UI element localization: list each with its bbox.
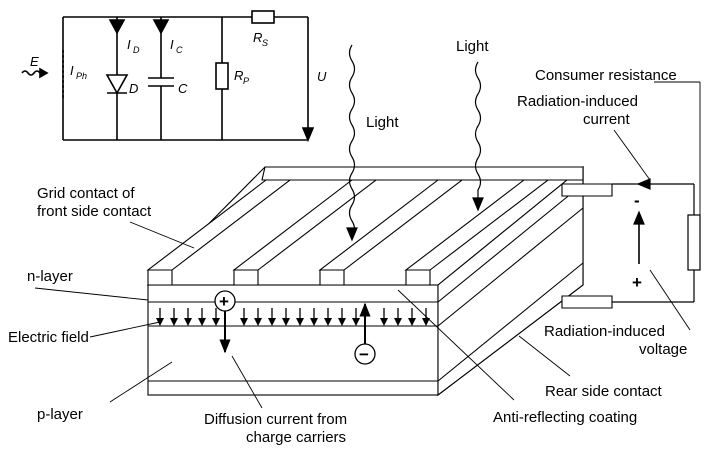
label-radiation-voltage-1: Radiation-induced	[544, 323, 665, 340]
field-arrow-icon	[240, 318, 248, 326]
label-radiation-current-1: Radiation-induced	[517, 93, 638, 110]
grid-finger-front	[319, 269, 345, 286]
label-R-S: R	[253, 30, 262, 45]
current-arrow-icon	[152, 19, 170, 35]
voltage-arrow-icon	[633, 210, 645, 225]
label-R-P-sub: P	[243, 76, 249, 86]
leader-grid	[129, 221, 195, 249]
equivalent-circuit	[21, 10, 315, 143]
light-ray-2	[474, 61, 482, 200]
label-I-C-sub: C	[176, 45, 183, 55]
label-R-P: R	[234, 68, 243, 83]
label-I-Ph: I	[70, 63, 74, 78]
plus-terminal: +	[632, 273, 642, 292]
field-arrow-icon	[380, 318, 388, 326]
cell-front-face	[147, 284, 439, 396]
field-arrow-icon	[282, 318, 290, 326]
grid-finger-front	[147, 269, 173, 286]
leader-p-layer	[109, 361, 173, 403]
circuit-labels: E I Ph I D I C R S R P D C U	[30, 30, 327, 96]
label-light-left: Light	[366, 114, 399, 131]
field-arrow-icon	[198, 318, 206, 326]
rear-contact-tab	[561, 295, 613, 309]
label-electric-field: Electric field	[8, 329, 89, 346]
parallel-resistor	[215, 62, 229, 90]
grid-bus-bar	[261, 166, 584, 181]
field-arrow-icon	[212, 318, 220, 326]
label-D: D	[129, 81, 138, 96]
label-C: C	[178, 81, 188, 96]
light-arrow-icon	[472, 197, 484, 212]
field-arrow-icon	[254, 318, 262, 326]
series-resistor	[251, 10, 275, 24]
light-ray-1	[348, 44, 356, 240]
current-arrow-icon	[108, 19, 126, 35]
label-radiation-voltage-2: voltage	[639, 341, 687, 358]
field-arrow-icon	[268, 318, 276, 326]
current-direction-icon	[636, 178, 651, 190]
field-arrow-icon	[296, 318, 304, 326]
label-consumer-resistance: Consumer resistance	[535, 67, 677, 84]
diagram-labels: Light Light Consumer resistance Radiatio…	[8, 38, 687, 446]
rear-contact-side-line	[437, 262, 584, 382]
grid-finger-front	[405, 269, 431, 286]
front-contact-tab	[561, 183, 613, 197]
voltage-arrow-head-icon	[301, 127, 315, 143]
minus-terminal: -	[634, 191, 640, 210]
label-U: U	[317, 69, 327, 84]
field-arrow-icon	[394, 318, 402, 326]
label-anti-reflecting: Anti-reflecting coating	[493, 409, 637, 426]
leader-current	[613, 129, 651, 181]
label-n-layer: n-layer	[27, 268, 73, 285]
field-arrow-icon	[408, 318, 416, 326]
label-rear-side-contact: Rear side contact	[545, 383, 663, 400]
field-arrow-icon	[352, 318, 360, 326]
label-I-Ph-sub: Ph	[76, 71, 87, 81]
diode-symbol	[105, 74, 129, 95]
label-I-D-sub: D	[133, 45, 140, 55]
field-arrow-icon	[338, 318, 346, 326]
solar-cell-block	[146, 165, 613, 397]
light-arrow-icon	[346, 227, 358, 242]
field-arrow-icon	[310, 318, 318, 326]
field-arrow-icon	[422, 318, 430, 326]
leader-field	[89, 321, 161, 338]
leader-voltage	[649, 269, 691, 331]
field-arrow-icon	[184, 318, 192, 326]
leader-n-layer	[34, 287, 149, 301]
leader-coating	[397, 289, 515, 401]
minus-sign: −	[359, 345, 369, 364]
plus-sign: +	[219, 292, 229, 311]
label-radiation-current-2: current	[583, 111, 631, 128]
label-diffusion-2: charge carriers	[246, 429, 346, 446]
label-grid-contact-1: Grid contact of	[37, 185, 135, 202]
leader-rear	[518, 335, 571, 377]
label-p-layer: p-layer	[37, 406, 83, 423]
light-rays	[346, 44, 484, 242]
consumer-resistor	[687, 214, 701, 271]
label-E: E	[30, 54, 39, 69]
leader-lines	[34, 81, 701, 409]
label-diffusion-1: Diffusion current from	[204, 411, 347, 428]
irradiance-wave-icon	[21, 70, 41, 76]
label-grid-contact-2: front side contact	[37, 203, 152, 220]
label-light-right: Light	[456, 38, 489, 55]
irradiance-arrow-icon	[39, 67, 49, 79]
label-I-C: I	[170, 37, 174, 52]
grid-finger-front	[233, 269, 259, 286]
field-arrow-icon	[170, 318, 178, 326]
label-I-D: I	[127, 37, 131, 52]
field-arrow-icon	[324, 318, 332, 326]
n-layer-side-line	[437, 183, 584, 303]
charge-carriers	[214, 290, 376, 365]
leader-diffusion	[231, 355, 263, 409]
external-circuit	[612, 178, 701, 303]
junction-side-line	[437, 207, 584, 327]
cell-side-face	[437, 165, 584, 397]
label-R-S-sub: S	[262, 38, 268, 48]
